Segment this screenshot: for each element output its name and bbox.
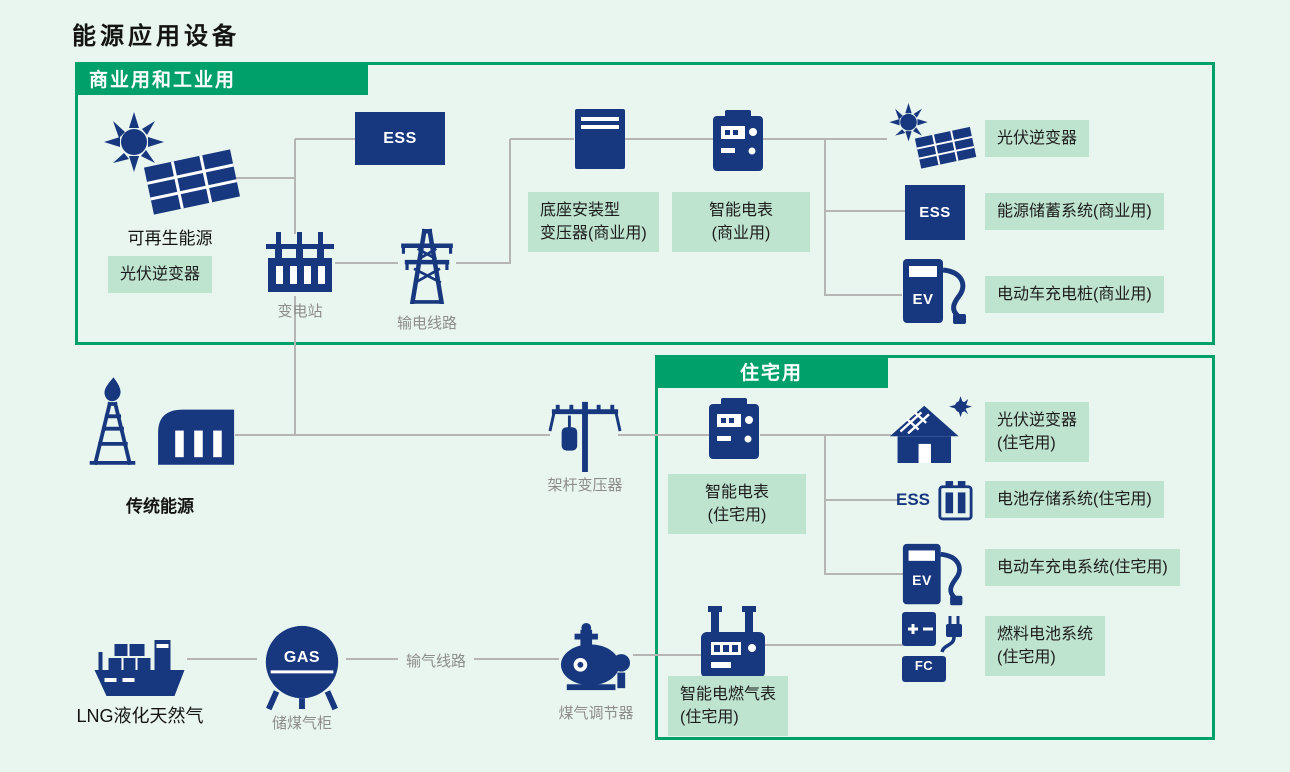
connector-line <box>825 294 902 296</box>
gas-holder-label: 储煤气柜 <box>271 715 332 732</box>
solar-panel-icon <box>884 103 979 172</box>
ev-system-label: 电动车充电系统(住宅用) <box>985 549 1180 587</box>
battery-icon <box>937 479 973 521</box>
smart-meter-icon <box>712 110 764 172</box>
renewable-pv-tag: 光伏逆变器 <box>108 256 213 294</box>
connector-line <box>510 138 574 140</box>
ev-charger-residential-text: EV <box>912 572 932 588</box>
battery-system-label: 电池存储系统(住宅用) <box>985 481 1164 519</box>
connector-line <box>760 434 825 436</box>
connector-line <box>456 262 510 264</box>
transmission-tower-icon <box>398 222 456 304</box>
connector-line <box>762 138 826 140</box>
connector-line <box>235 177 295 179</box>
substation-icon <box>264 228 336 296</box>
transmission-label: 输电线路 <box>396 315 457 332</box>
connector-line <box>825 210 905 212</box>
renewable-label: 可再生能源 <box>127 229 213 248</box>
renewable-sun-solar-icon <box>96 112 244 220</box>
fuel-cell-icon <box>902 612 966 686</box>
smart-meter-residential-label: 智能电表 (住宅用) <box>668 474 806 535</box>
storage-system-label: 能源储蓄系统(商业用) <box>985 193 1164 231</box>
connector-line <box>335 262 398 264</box>
connector-line <box>625 138 713 140</box>
smart-meter-label: 智能电表 (商业用) <box>672 192 810 253</box>
traditional-energy-icon <box>84 376 236 488</box>
connector-line <box>825 573 904 575</box>
fuel-cell-label: 燃料电池系统 (住宅用) <box>985 616 1106 677</box>
gas-meter-label: 智能电燃气表 (住宅用) <box>668 676 789 737</box>
page-title: 能源应用设备 <box>72 23 240 50</box>
ess-storage-box: ESS <box>905 185 965 240</box>
connector-line <box>294 139 296 234</box>
connector-line <box>235 434 550 436</box>
house-solar-icon <box>888 396 972 467</box>
fuel-cell-text: FC <box>914 658 934 673</box>
connector-line <box>509 139 511 264</box>
pole-transformer-icon <box>548 398 622 472</box>
ess-box-label: ESS <box>383 129 417 147</box>
connector-line <box>295 138 355 140</box>
pv-inverter-label: 光伏逆变器 <box>985 120 1090 158</box>
pad-transformer-icon <box>574 108 626 170</box>
connector-line <box>618 434 710 436</box>
pv-inverter-residential-label: 光伏逆变器 (住宅用) <box>985 402 1090 463</box>
commercial-zone-header: 商业用和工业用 <box>75 62 368 95</box>
battery-ess-text: ESS <box>896 490 931 509</box>
residential-zone-header: 住宅用 <box>655 355 888 388</box>
residential-zone: 住宅用 <box>655 355 1215 740</box>
gas-regulator-icon <box>556 622 634 694</box>
substation-label: 变电站 <box>277 303 323 320</box>
ess-box: ESS <box>355 112 445 165</box>
gas-holder-text: GAS <box>283 649 321 666</box>
connector-line <box>825 499 899 501</box>
gas-meter-icon <box>700 606 766 680</box>
connector-line <box>633 654 701 656</box>
traditional-energy-label: 传统能源 <box>126 497 194 516</box>
gas-pipeline-label: 输气线路 <box>398 648 475 673</box>
commercial-zone: 商业用和工业用 <box>75 62 1215 345</box>
pad-transformer-label: 底座安装型 变压器(商业用) <box>528 192 659 253</box>
connector-line <box>824 434 826 575</box>
ess-storage-label: ESS <box>919 204 951 221</box>
connector-line <box>294 296 296 436</box>
lng-ship-icon <box>90 616 187 702</box>
connector-line <box>765 644 903 646</box>
ev-charger-text: EV <box>912 291 934 308</box>
pole-transformer-label: 架杆变压器 <box>547 477 623 494</box>
connector-line <box>187 658 257 660</box>
connector-line <box>825 138 887 140</box>
ev-charger-label: 电动车充电桩(商业用) <box>985 276 1164 314</box>
connector-line <box>824 139 826 296</box>
connector-line <box>825 434 891 436</box>
gas-regulator-label: 煤气调节器 <box>558 705 634 722</box>
smart-meter-residential-icon <box>708 398 760 460</box>
lng-label: LNG液化天然气 <box>76 706 204 726</box>
